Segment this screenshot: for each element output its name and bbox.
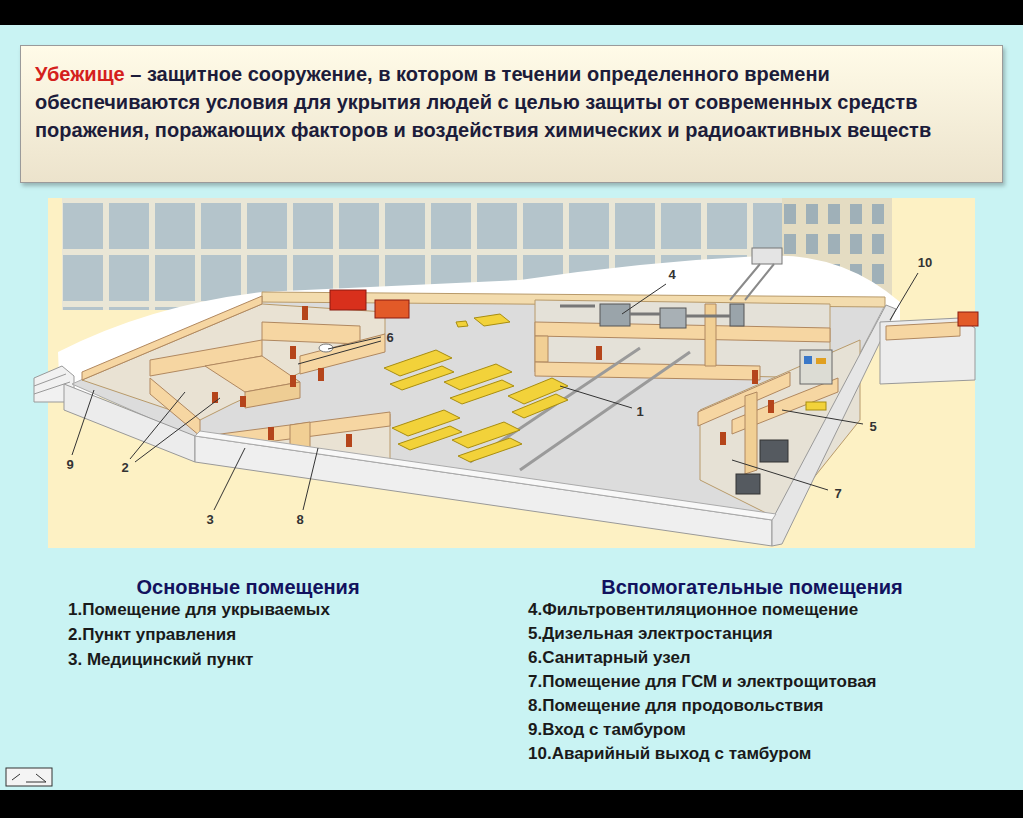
door [768, 400, 774, 413]
legend-heading: Вспомогательные помещения [601, 576, 903, 598]
legend-item: 5.Дизельная электростанция [528, 624, 773, 644]
leader-line [72, 390, 94, 455]
fan-unit [660, 308, 686, 328]
legend-item: 7.Помещение для ГСМ и электрощитовая [528, 672, 877, 692]
leader-line [890, 273, 918, 320]
leader-line [135, 398, 220, 462]
table [474, 314, 510, 326]
door [302, 306, 308, 320]
definition-text: Убежище – защитное сооружение, в котором… [35, 60, 988, 144]
term: Убежище [35, 63, 125, 85]
door [290, 346, 296, 359]
door [290, 375, 296, 387]
legend-heading: Основные помещения [136, 576, 359, 598]
callout-number: 2 [121, 461, 128, 475]
leader-line [303, 448, 318, 510]
door [720, 432, 726, 445]
bench [390, 366, 454, 390]
leader-line [214, 448, 245, 510]
top-bar [0, 0, 1023, 25]
filter-unit [600, 304, 630, 326]
air-intake [752, 248, 782, 264]
callout-number: 3 [206, 513, 213, 527]
bench [458, 438, 522, 462]
callout-number: 6 [386, 331, 393, 345]
door [318, 368, 324, 381]
room-wall [262, 322, 360, 344]
switchboard [736, 474, 760, 494]
door [596, 346, 602, 360]
floor-pipe [470, 348, 690, 470]
door [268, 427, 274, 440]
bench [450, 380, 514, 404]
door [240, 396, 246, 407]
legend-item: 6.Санитарный узел [528, 648, 691, 668]
fuel-tank [806, 402, 826, 410]
callout-number: 10 [918, 256, 932, 270]
definition: – защитное сооружение, в котором в течен… [35, 63, 931, 141]
filter-unit [730, 304, 744, 326]
room-wall [300, 334, 385, 374]
exit-tunnel [886, 322, 960, 340]
generator-part [804, 356, 812, 364]
room-wall [705, 304, 716, 366]
legend-item: 4.Фильтровентиляционное помещение [528, 600, 858, 620]
legend-item: 8.Помещение для продовольствия [528, 696, 824, 716]
leader-line [130, 392, 185, 459]
door [346, 434, 352, 447]
wall-top [195, 431, 776, 520]
callout-number: 1 [636, 405, 643, 419]
nav-icon-mark [12, 774, 46, 782]
callout-number: 9 [66, 458, 73, 472]
emergency-exit [880, 318, 975, 384]
leader-line [732, 460, 828, 490]
legend-item: 9.Вход с тамбуром [528, 720, 686, 740]
switchboard [760, 440, 788, 462]
callout-number: 4 [668, 268, 675, 282]
room-wall [535, 336, 548, 362]
definition-box: Убежище – защитное сооружение, в котором… [20, 45, 1003, 183]
outer-wall [195, 436, 772, 546]
intake-pipe [730, 264, 774, 300]
illustration-ground [48, 198, 975, 548]
leader-line [560, 386, 632, 408]
room-floor [82, 304, 385, 420]
benches [384, 350, 568, 462]
legend-item: 2.Пункт управления [68, 625, 236, 645]
callout-number: 8 [296, 513, 303, 527]
legend-item: 10.Аварийный выход с тамбуром [528, 744, 811, 764]
legend-item: 3. Медицинский пункт [68, 650, 253, 670]
red-cabinet [375, 300, 409, 318]
callout-number: 5 [869, 420, 876, 434]
outer-wall [772, 305, 896, 546]
leader-line [622, 284, 666, 314]
air-duct [560, 306, 730, 316]
door [752, 370, 758, 384]
generator-part [816, 358, 826, 364]
callout-number: 7 [834, 487, 841, 501]
room-wall [535, 362, 760, 380]
leader-lines [72, 273, 918, 510]
room-wall [745, 392, 757, 474]
red-cabinet [330, 290, 366, 310]
outer-wall [64, 384, 195, 462]
nav-icon [6, 768, 52, 786]
bench [398, 426, 462, 450]
exit-hatch [958, 312, 978, 326]
diesel-generator [800, 350, 832, 384]
leader-line [782, 410, 863, 424]
legend-item: 1.Помещение для укрываемых [68, 600, 330, 620]
leader-line [298, 341, 381, 364]
stool [456, 321, 468, 327]
bench [512, 394, 568, 418]
bottom-bar [0, 790, 1023, 818]
